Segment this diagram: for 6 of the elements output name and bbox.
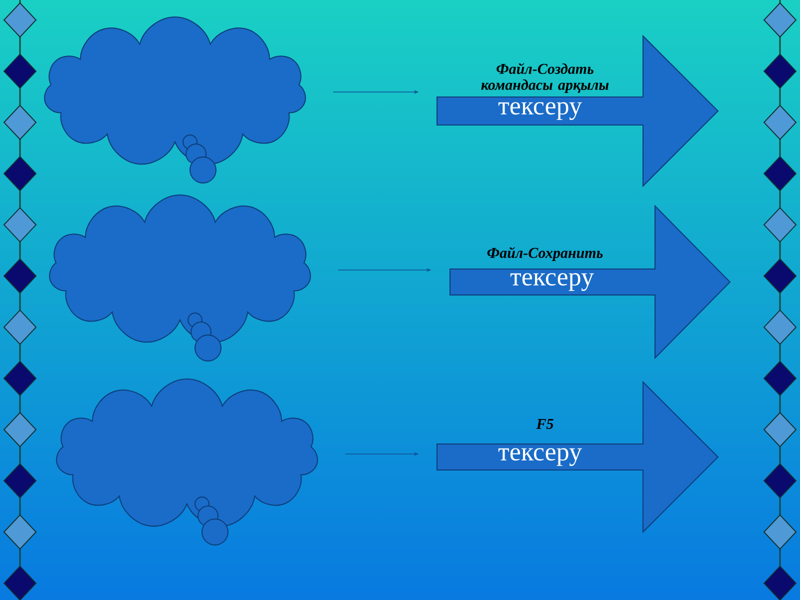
thought-cloud — [44, 16, 306, 184]
thought-cloud — [49, 194, 311, 362]
note-text: Файл-Создать командасы арқылы — [481, 63, 609, 93]
note-text: Файл-Сохранить — [487, 247, 603, 262]
note-text: F5 — [536, 419, 554, 429]
thought-cloud — [56, 378, 318, 546]
